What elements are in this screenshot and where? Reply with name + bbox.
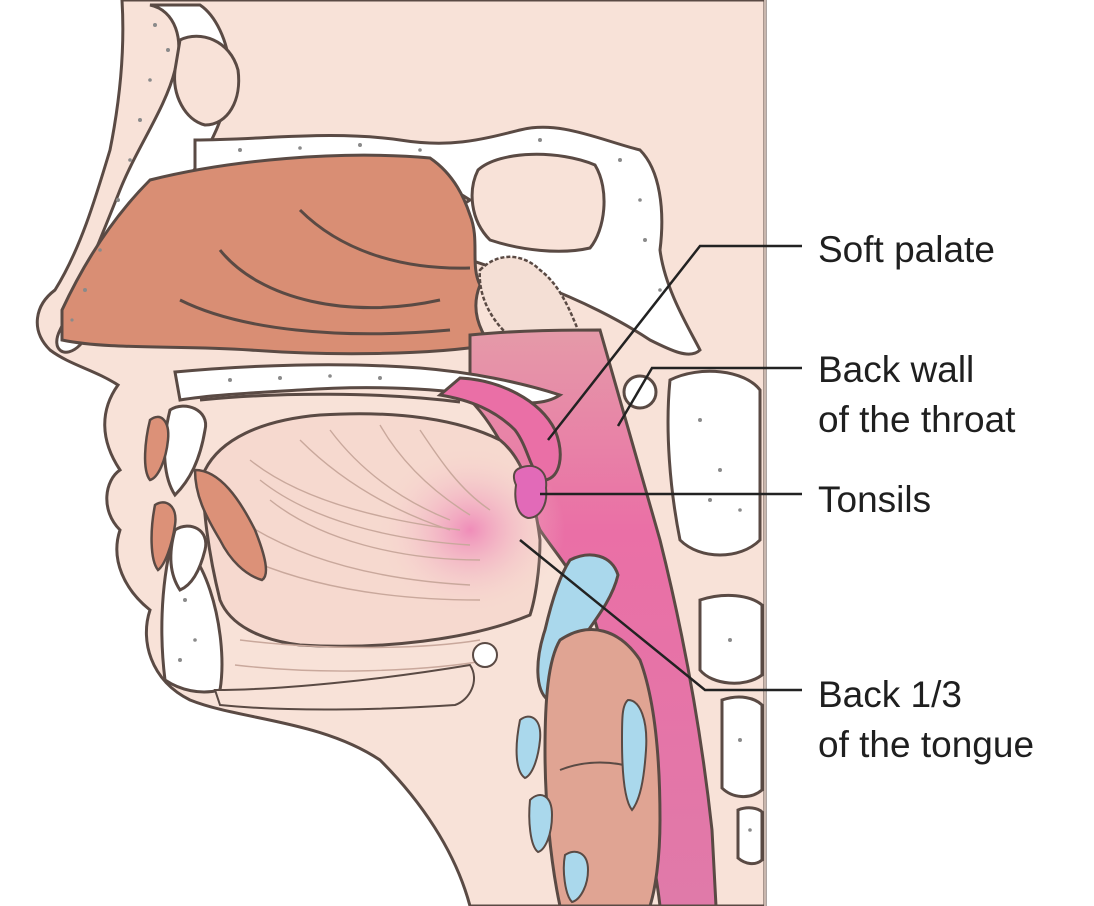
- label-tonsils-line-1: Tonsils: [818, 475, 931, 525]
- label-soft-palate-line-1: Soft palate: [818, 225, 995, 275]
- label-tonsils: Tonsils: [818, 475, 931, 525]
- label-back-tongue: Back 1/3 of the tongue: [818, 670, 1034, 770]
- sphenoid-sinus: [472, 154, 604, 251]
- hyoid-bone: [473, 643, 497, 667]
- label-back-wall: Back wall of the throat: [818, 345, 1015, 445]
- label-back-tongue-line-2: of the tongue: [818, 720, 1034, 770]
- label-soft-palate: Soft palate: [818, 225, 995, 275]
- label-back-wall-line-1: Back wall: [818, 345, 1015, 395]
- label-back-wall-line-2: of the throat: [818, 395, 1015, 445]
- label-back-tongue-line-1: Back 1/3: [818, 670, 1034, 720]
- frontal-sinus: [175, 36, 239, 125]
- tonsil: [514, 466, 546, 518]
